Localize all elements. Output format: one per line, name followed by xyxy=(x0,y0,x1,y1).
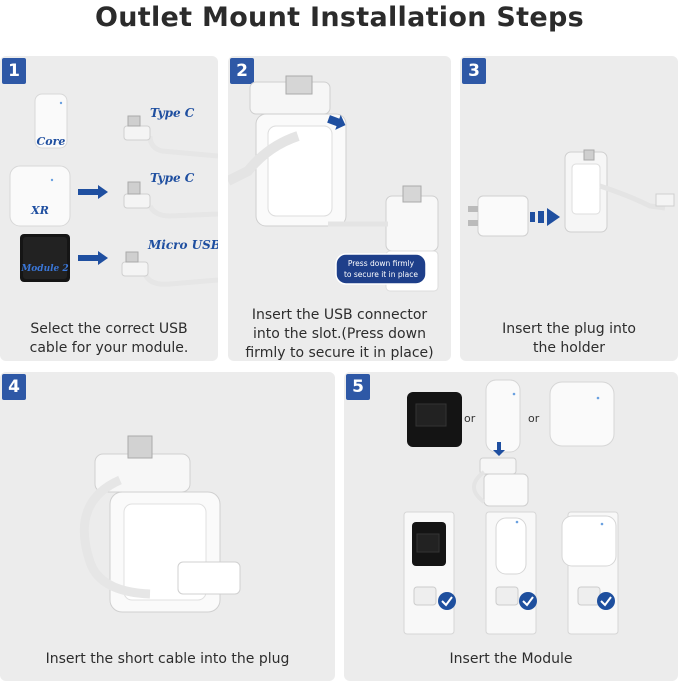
svg-text:Press down firmly: Press down firmly xyxy=(348,259,415,268)
step-5-caption: Insert the Module xyxy=(449,651,573,667)
step-4-illustration xyxy=(79,435,241,613)
step-4-badge: 4 xyxy=(2,374,26,400)
step-3-caption: Insert the plug into the holder xyxy=(502,321,636,356)
or-label-1: or xyxy=(464,412,476,425)
module-2-label: Module 2 xyxy=(20,264,68,274)
xr-option-image xyxy=(549,381,615,447)
arrow-icon xyxy=(78,185,108,199)
plug-image xyxy=(468,195,529,237)
step-5-illustration xyxy=(403,379,619,635)
step-2-badge: 2 xyxy=(230,58,254,84)
arrow-icon xyxy=(530,208,560,226)
page-title: Outlet Mount Installation Steps xyxy=(94,2,584,33)
step-4-panel: 4 Insert the short cable into the plug xyxy=(0,372,335,681)
step-3-panel: 3 Insert the plug into the holder xyxy=(460,56,678,361)
xr-module-image xyxy=(9,165,71,227)
step-1-badge: 1 xyxy=(2,58,26,84)
arrow-down-icon xyxy=(493,442,505,456)
step-2-panel: 2 Press down firmly to secure it in plac… xyxy=(228,56,451,361)
step-1-panel: 1 Core XR Module 2 Type C xyxy=(0,56,218,361)
core-label: Core xyxy=(37,135,66,148)
outlet-xr-image xyxy=(561,511,619,635)
step-5-badge: 5 xyxy=(346,374,370,400)
core-option-image xyxy=(485,379,521,453)
callout-bubble: Press down firmly to secure it in place xyxy=(335,253,427,285)
outlet-core-image xyxy=(485,511,537,635)
type-c-label-2: Type C xyxy=(150,171,195,185)
step-3-badge: 3 xyxy=(462,58,486,84)
step-3-illustration xyxy=(468,149,675,237)
arrow-icon xyxy=(78,251,108,265)
xr-label: XR xyxy=(30,204,49,217)
holder-small-image xyxy=(472,457,529,507)
step-5-panel: 5 xyxy=(344,372,678,681)
type-c-cable-1 xyxy=(123,115,218,159)
micro-usb-cable xyxy=(121,251,218,287)
type-c-cable-2 xyxy=(123,181,218,219)
holder-image xyxy=(228,75,347,227)
module-2-option-image xyxy=(407,392,462,447)
svg-text:to secure it in place: to secure it in place xyxy=(344,270,418,279)
step-2-caption: Insert the USB connector into the slot.(… xyxy=(245,307,434,361)
or-label-2: or xyxy=(528,412,540,425)
holder-image xyxy=(564,149,675,233)
step-4-caption: Insert the short cable into the plug xyxy=(45,651,290,667)
step-1-caption: Select the correct USB cable for your mo… xyxy=(29,321,189,356)
step-2-illustration: Press down firmly to secure it in place xyxy=(228,75,439,292)
module-2-image xyxy=(20,234,70,282)
type-c-label-1: Type C xyxy=(150,106,195,120)
micro-usb-label: Micro USB xyxy=(147,238,218,252)
core-module-image xyxy=(34,93,68,149)
plug-with-holder-image xyxy=(79,435,241,613)
step-1-illustration: Core XR Module 2 Type C Type C xyxy=(9,93,218,287)
outlet-module-2-image xyxy=(403,511,456,635)
arrow-icon xyxy=(327,114,346,130)
